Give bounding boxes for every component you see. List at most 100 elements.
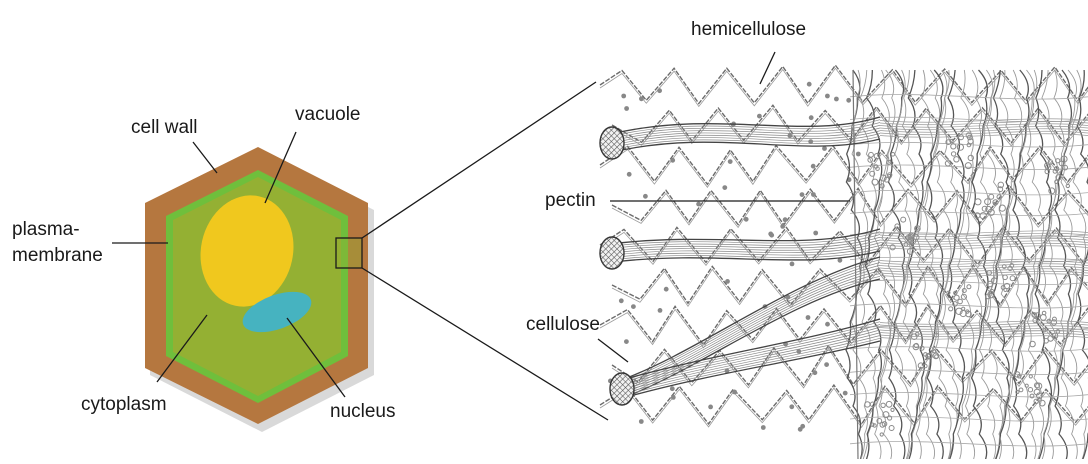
pectin-bead <box>886 401 892 407</box>
label-hemicellulose: hemicellulose <box>691 19 806 41</box>
hemicellulose-node <box>696 202 701 207</box>
hemicellulose-node <box>722 185 727 190</box>
hemicellulose-node <box>631 304 636 309</box>
hemicellulose-node <box>744 217 749 222</box>
pectin-bead <box>975 199 981 205</box>
pectin-bead <box>872 179 878 185</box>
label-vacuole: vacuole <box>295 104 361 126</box>
hemicellulose-node <box>811 192 816 197</box>
hemicellulose-node <box>856 152 861 157</box>
hemicellulose-node <box>621 94 626 99</box>
pectin-bead <box>1010 276 1015 281</box>
pectin-bead <box>880 433 883 436</box>
hemicellulose-node <box>825 94 830 99</box>
hemicellulose-node <box>728 159 733 164</box>
pectin-bead <box>962 307 965 310</box>
pectin-cluster <box>1015 372 1046 406</box>
hemicellulose-node <box>824 362 829 367</box>
hemicellulose-node <box>822 146 827 151</box>
hemicellulose-node <box>725 279 730 284</box>
pectin-bead <box>881 403 885 407</box>
hemicellulose-node <box>627 172 632 177</box>
hemicellulose-node <box>658 308 663 313</box>
hemicellulose-node <box>806 315 811 320</box>
label-nucleus: nucleus <box>330 401 396 423</box>
pectin-bead <box>935 355 939 359</box>
pectin-bead <box>889 426 894 431</box>
label-plasma-membrane-line2: membrane <box>12 245 103 267</box>
leader-cell-wall <box>193 142 217 173</box>
pectin-bead <box>1048 336 1053 341</box>
hemicellulose-node <box>813 370 818 375</box>
microfibril-strand <box>612 229 880 244</box>
hemicellulose-node <box>639 419 644 424</box>
pectin-bead <box>958 299 963 304</box>
cell-wall-matrix <box>600 65 1088 459</box>
pectin-bead <box>1029 375 1032 378</box>
hemicellulose-node <box>732 390 737 395</box>
hemicellulose-node <box>846 98 851 103</box>
leader-cellulose <box>598 339 628 362</box>
hemicellulose-node <box>708 405 713 410</box>
pectin-bead <box>1025 384 1028 387</box>
pectin-bead <box>1016 390 1019 393</box>
label-cell-wall: cell wall <box>131 117 198 139</box>
zoom-line-top <box>362 82 596 238</box>
pectin-bead <box>957 144 963 150</box>
hemicellulose-node <box>757 114 762 119</box>
pectin-bead <box>989 194 994 199</box>
hemicellulose-node <box>789 404 794 409</box>
hemicellulose-node <box>664 287 669 292</box>
pectin-bead <box>933 350 936 353</box>
cellulose-microfibril <box>612 229 1088 262</box>
microfibril-strand <box>612 237 880 250</box>
label-cellulose: cellulose <box>526 314 600 336</box>
pectin-bead <box>951 144 956 149</box>
hemicellulose-node <box>780 224 785 229</box>
hemicellulose-node <box>783 217 788 222</box>
pectin-bead <box>891 153 895 157</box>
pectin-bead <box>1040 315 1046 321</box>
hemicellulose-node <box>834 97 839 102</box>
pectin-bead <box>1039 400 1045 406</box>
zoom-region-box <box>336 238 362 268</box>
hemicellulose-node <box>843 391 848 396</box>
hemicellulose-node <box>643 194 648 199</box>
hemicellulose-node <box>670 158 675 163</box>
pectin-bead <box>967 285 971 289</box>
hemicellulose-node <box>813 231 818 236</box>
microfibril-strand <box>622 333 880 392</box>
hemicellulose-chain <box>600 226 1088 265</box>
hemicellulose-node <box>657 88 662 93</box>
hemicellulose-node <box>809 115 814 120</box>
pectin-bead <box>891 408 894 411</box>
pectin-bead <box>1019 388 1023 392</box>
label-cytoplasm: cytoplasm <box>81 394 167 416</box>
pectin-bead <box>904 243 908 247</box>
microfibril-cross-section-hatch <box>600 127 624 159</box>
hemicellulose-node <box>798 427 803 432</box>
hemicellulose-node <box>619 298 624 303</box>
pectin-bead <box>1003 275 1008 280</box>
pectin-bead <box>965 163 971 169</box>
pectin-bead <box>1049 188 1055 194</box>
label-pectin: pectin <box>545 190 596 212</box>
hemicellulose-node <box>639 96 644 101</box>
zoom-line-bottom <box>362 268 608 420</box>
hemicellulose-node <box>800 192 805 197</box>
hemicellulose-node <box>624 106 629 111</box>
hemicellulose-node <box>671 395 676 400</box>
microfibril-cross-section-hatch <box>610 373 634 405</box>
hemicellulose-node <box>807 82 812 87</box>
microfibril-strand <box>622 338 880 396</box>
microfibril-cross-section-hatch <box>600 237 624 269</box>
pectin-bead <box>951 152 955 156</box>
pectin-bead <box>954 157 959 162</box>
hemicellulose-node <box>761 425 766 430</box>
pectin-bead <box>968 155 973 160</box>
hemicellulose-node <box>811 164 816 169</box>
pectin-bead <box>865 402 870 407</box>
pectin-bead <box>949 307 953 311</box>
